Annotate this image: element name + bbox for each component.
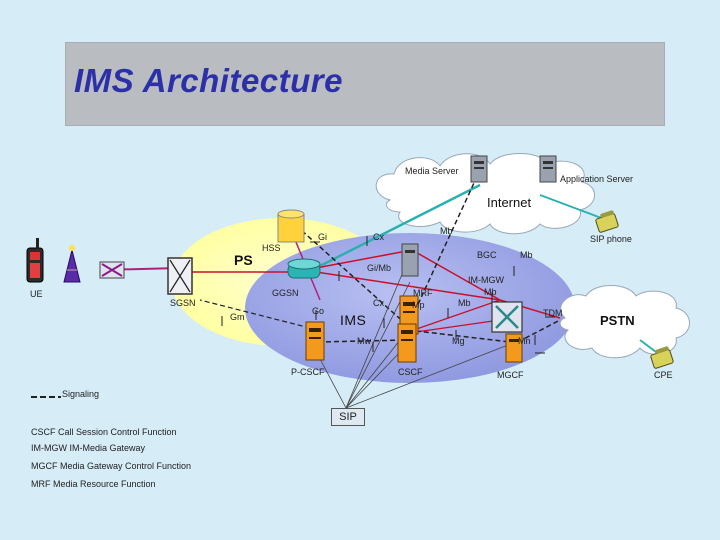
interface-cx-label: Cx [373, 232, 384, 242]
cpe-label: CPE [654, 370, 673, 380]
sip-phone-label: SIP phone [590, 234, 632, 244]
interface-mb-right-label: Mb [520, 250, 533, 260]
pstn-cloud-label: PSTN [600, 313, 635, 328]
interface-mg-label: Mg [452, 336, 465, 346]
signaling-legend-line [31, 396, 61, 398]
sgsn-switch-icon [167, 257, 193, 295]
interface-mb-mid-label: Mb [484, 287, 497, 297]
interface-gi-mb-label: Gi/Mb [367, 263, 392, 273]
application-server-icon [539, 155, 557, 183]
interface-go-label: Go [312, 306, 325, 316]
interface-gi-label: Gi [318, 232, 327, 242]
interface-cx-mrf-label: Cx [373, 298, 384, 308]
interface-tdm-label: TDM [543, 308, 563, 318]
base-station-icon [99, 261, 125, 279]
sgsn-label: SGSN [170, 298, 196, 308]
mgcf-server-icon [505, 333, 523, 363]
bgcf-label: BGC [477, 250, 497, 260]
interface-mn-label: Mn [518, 336, 531, 346]
legend-item: CSCF Call Session Control Function [31, 427, 177, 437]
cscf-server-icon [397, 323, 417, 363]
mobile-phone-icon [26, 238, 44, 283]
legend-item: MRF Media Resource Function [31, 479, 156, 489]
pstn-cloud [559, 285, 690, 359]
legend-item: IM-MGW IM-Media Gateway [31, 443, 146, 453]
mrf-label: MRF [413, 288, 433, 298]
ims-domain-label: IMS [340, 312, 367, 328]
media-server-icon [470, 155, 488, 183]
hss-label: HSS [262, 243, 281, 253]
ggsn-router-icon [287, 258, 321, 279]
hss-database-icon [277, 209, 305, 243]
bgcf-server-icon [401, 243, 419, 277]
antenna-icon [63, 245, 81, 283]
interface-mp-label: Mp [412, 300, 425, 310]
internet-cloud-label: Internet [487, 195, 532, 210]
im-mgw-label: IM-MGW [468, 275, 504, 285]
media-server-label: Media Server [405, 166, 459, 176]
cscf-label: CSCF [398, 367, 423, 377]
title-banner [65, 42, 665, 126]
interface-gm-label: Gm [230, 312, 245, 322]
page-title: IMS Architecture [74, 62, 344, 99]
ggsn-label: GGSN [272, 288, 299, 298]
interface-mb-top-label: Mb [440, 226, 453, 236]
sip-protocol-box: SIP [331, 408, 365, 426]
im-mgw-switch-icon [491, 301, 523, 333]
p-cscf-server-icon [305, 321, 325, 361]
sip-phone-icon [595, 210, 619, 233]
legend-item: MGCF Media Gateway Control Function [31, 461, 192, 471]
cpe-phone-icon [650, 346, 674, 369]
p-cscf-label: P-CSCF [291, 367, 325, 377]
application-server-label: Application Server [560, 174, 634, 184]
legend-signaling-label: Signaling [62, 389, 100, 399]
interface-mb-mrf-label: Mb [458, 298, 471, 308]
mgcf-label: MGCF [497, 370, 524, 380]
interface-mw-label: Mw [357, 336, 371, 346]
ue-label: UE [30, 289, 43, 299]
ps-domain-label: PS [234, 252, 253, 268]
